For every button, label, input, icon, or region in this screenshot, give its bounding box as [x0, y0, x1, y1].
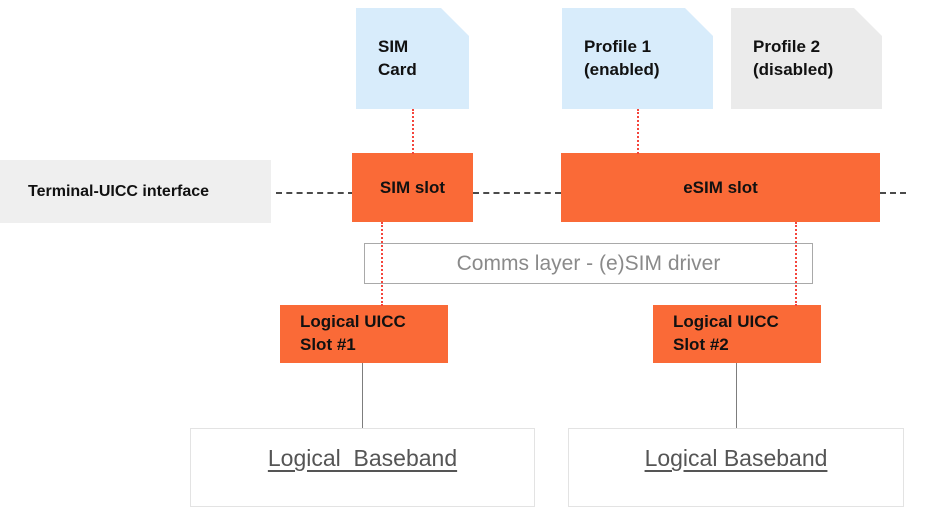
interface-bus-left: [276, 192, 354, 194]
logical-baseband-1[interactable]: Logical Baseband: [190, 428, 535, 507]
card-sim-card[interactable]: SIM Card: [356, 8, 469, 109]
logical-baseband-2-label: Logical Baseband: [644, 445, 828, 471]
connector-sim-slot-to-uicc1: [381, 222, 383, 306]
connector-uicc1-to-baseband1: [362, 363, 363, 431]
logical-baseband-1-label: Logical Baseband: [267, 445, 458, 471]
card-profile-1[interactable]: Profile 1 (enabled): [562, 8, 713, 109]
interface-bus-middle: [473, 192, 561, 194]
connector-esim-slot-to-uicc2: [795, 222, 797, 306]
interface-bus-right: [880, 192, 906, 194]
connector-sim-card-to-sim-slot: [412, 109, 414, 154]
logical-uicc-slot-1[interactable]: Logical UICC Slot #1: [280, 305, 448, 363]
terminal-uicc-interface: Terminal-UICC interface: [0, 160, 271, 223]
logical-baseband-2[interactable]: Logical Baseband: [568, 428, 904, 507]
card-profile-2[interactable]: Profile 2 (disabled): [731, 8, 882, 109]
logical-uicc-slot-2[interactable]: Logical UICC Slot #2: [653, 305, 821, 363]
sim-slot[interactable]: SIM slot: [352, 153, 473, 222]
connector-uicc2-to-baseband2: [736, 363, 737, 431]
esim-slot[interactable]: eSIM slot: [561, 153, 880, 222]
comms-layer-box: Comms layer - (e)SIM driver: [364, 243, 813, 284]
connector-profile1-to-esim-slot: [637, 109, 639, 154]
